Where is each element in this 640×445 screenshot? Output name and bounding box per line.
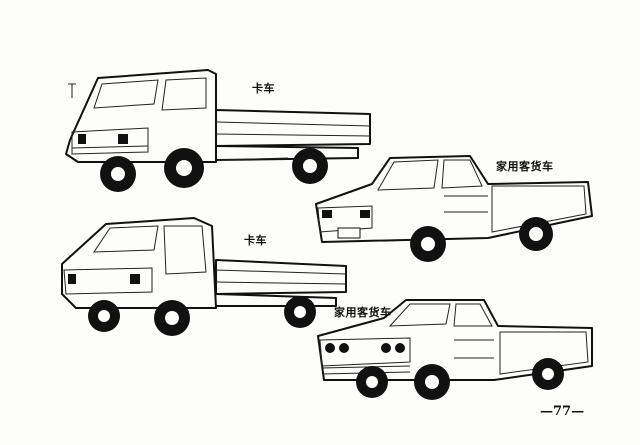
pickup-truck-icon — [317, 299, 593, 400]
pickup-2-drawing — [317, 299, 593, 400]
pickup-1-drawing — [315, 155, 593, 262]
pickup-truck-icon — [315, 155, 593, 262]
page-number: —77— — [540, 404, 585, 419]
flatbed-truck-icon — [61, 217, 347, 336]
caption-pickup-1: 家用客货车 — [496, 160, 554, 173]
caption-pickup-2: 家用客货车 — [334, 306, 392, 319]
caption-truck-1: 卡车 — [252, 82, 275, 95]
caption-truck-2: 卡车 — [244, 234, 267, 247]
flatbed-truck-icon — [65, 69, 371, 192]
truck-2-drawing — [61, 217, 347, 336]
truck-1-drawing — [65, 69, 371, 192]
